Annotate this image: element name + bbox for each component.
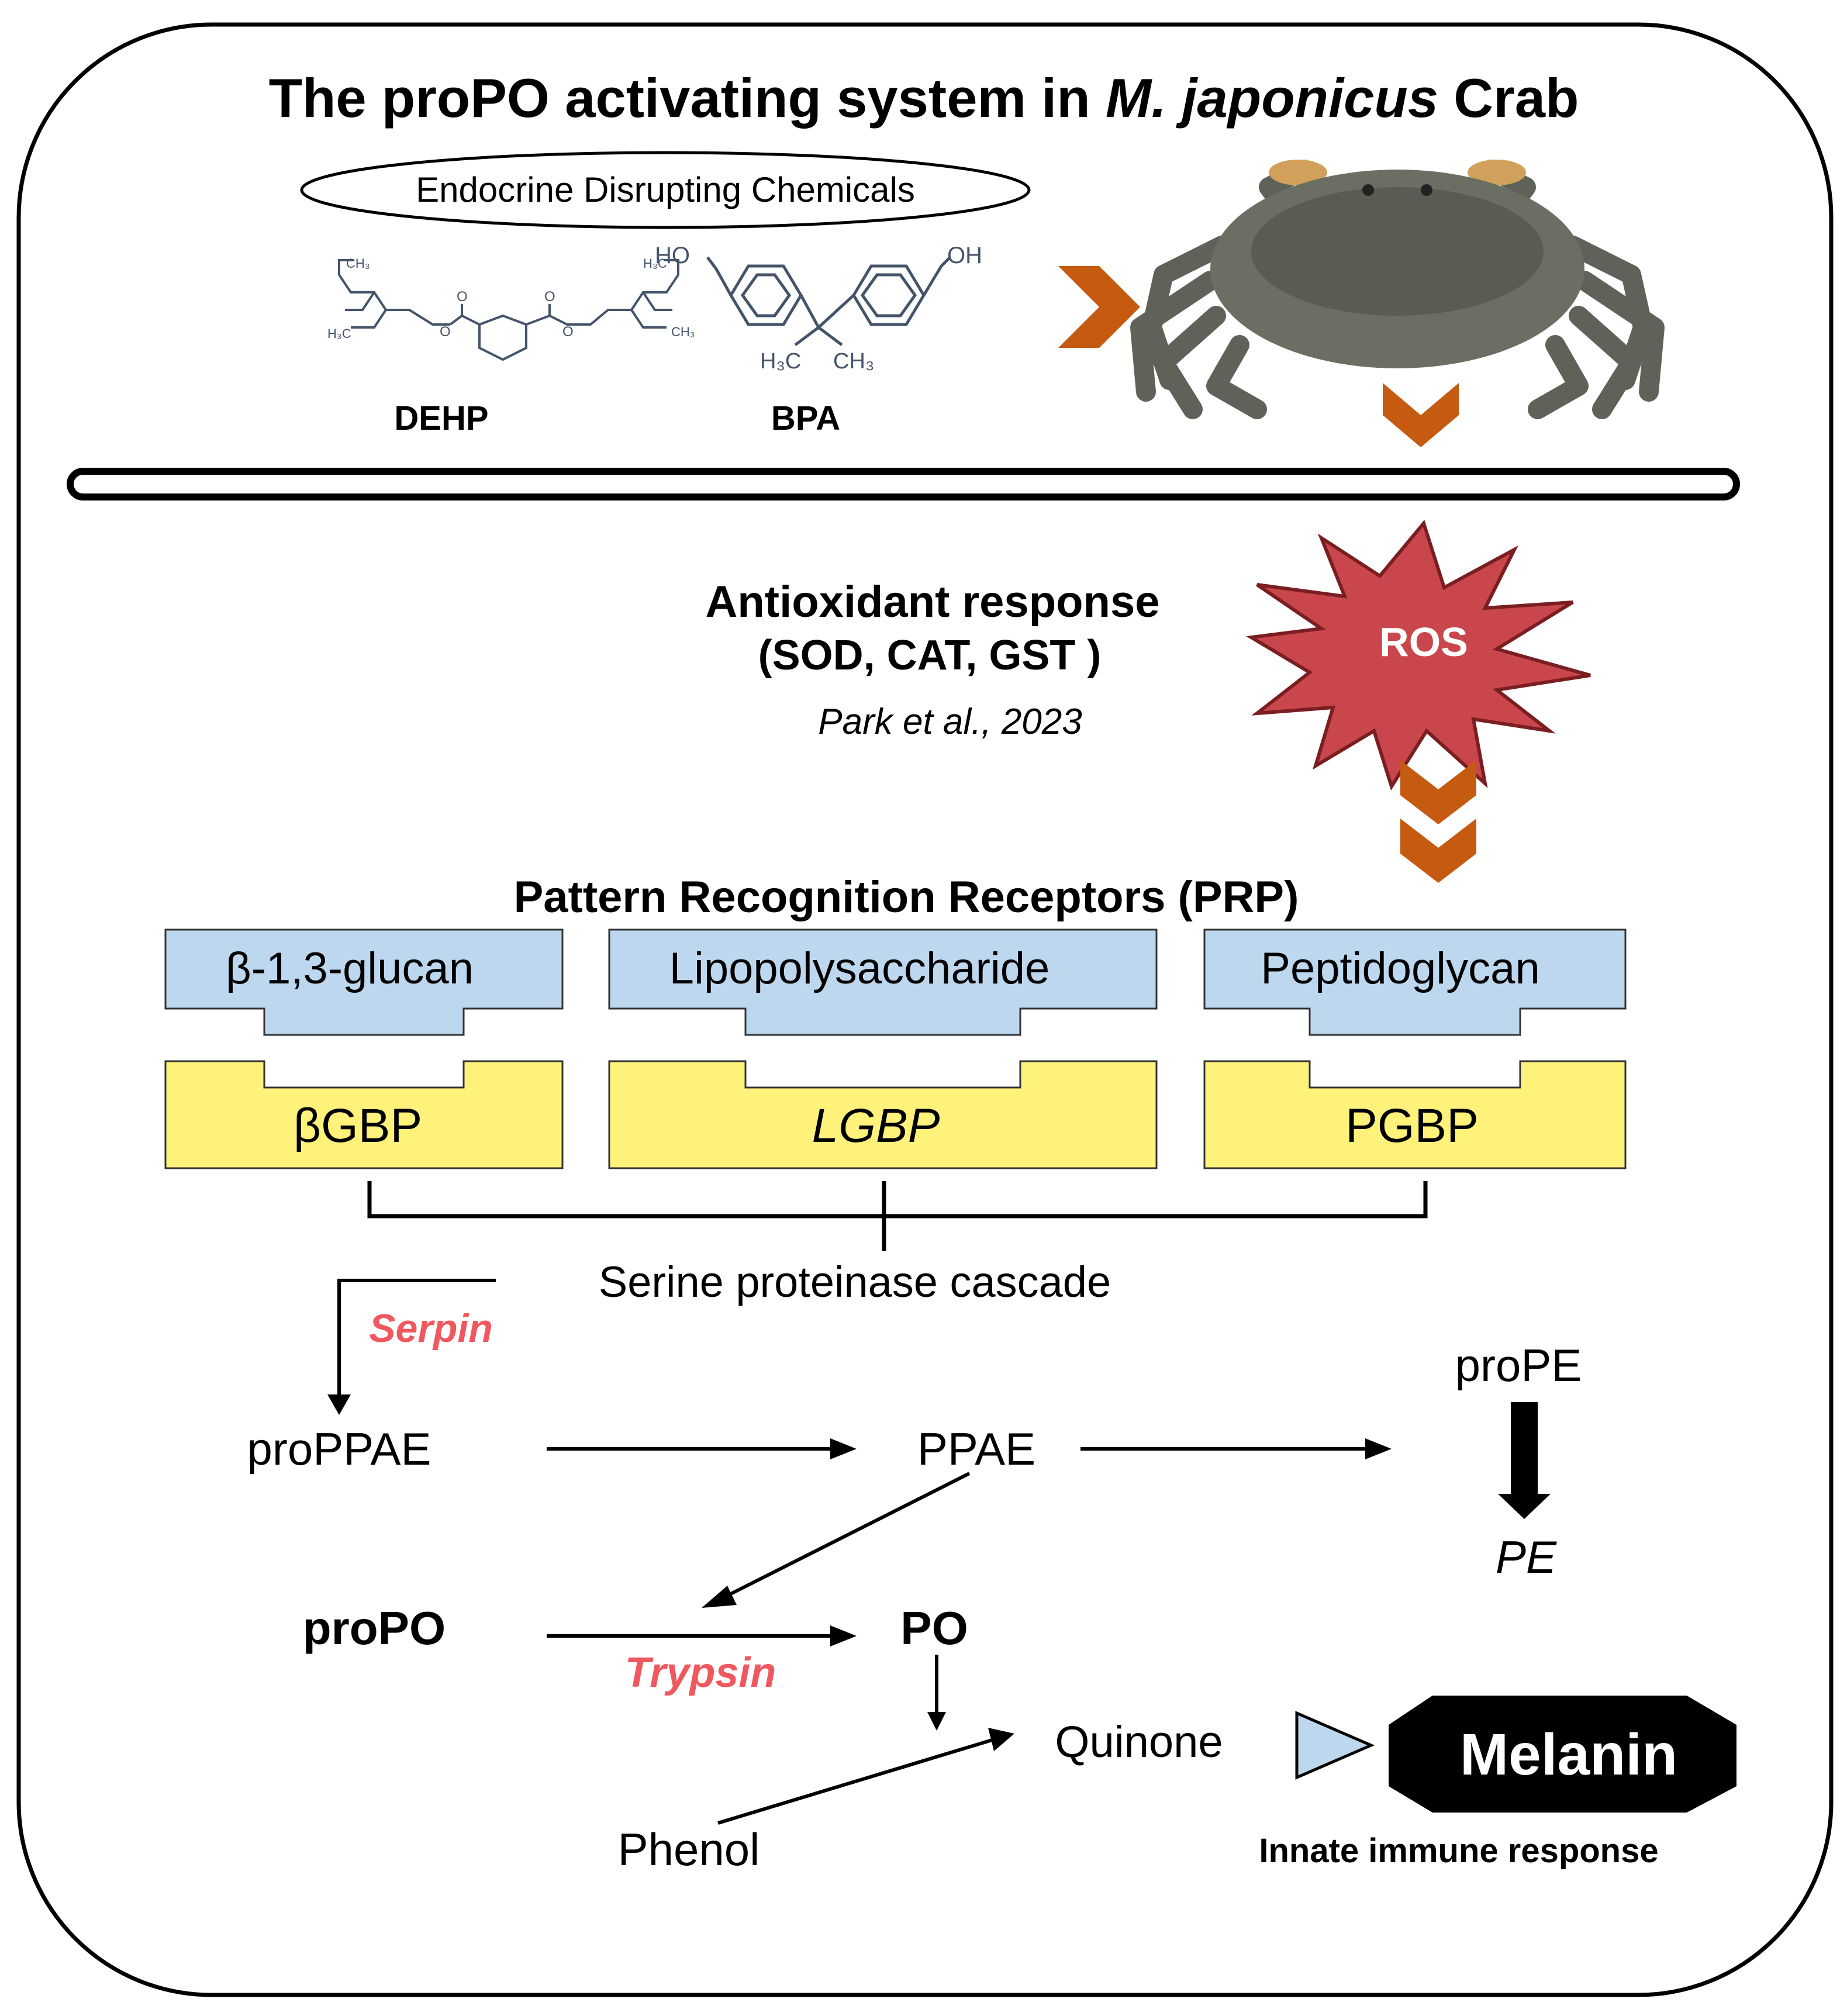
node-quinone: Quinone — [1055, 1717, 1223, 1767]
node-phenol: Phenol — [618, 1824, 760, 1875]
bpa-atom-ch3: CH₃ — [833, 349, 874, 374]
cascade-label: Serine proteinase cascade — [599, 1258, 1111, 1306]
node-prope: proPE — [1455, 1340, 1582, 1391]
trypsin-label: Trypsin — [625, 1649, 776, 1696]
arrowhead-po-down — [927, 1712, 946, 1731]
double-chevron-down-icon-b — [1400, 819, 1476, 883]
double-chevron-down-icon-a — [1400, 760, 1476, 824]
thick-arrow-shaft — [1511, 1402, 1538, 1496]
edc-label: Endocrine Disrupting Chemicals — [416, 170, 915, 209]
node-proppae: proPPAE — [247, 1423, 431, 1475]
receptor-shape-2 — [608, 1060, 1158, 1169]
dehp-atom-o1: O — [457, 289, 468, 305]
thick-arrow-head — [1498, 1494, 1551, 1519]
serpin-label: Serpin — [369, 1306, 493, 1351]
arrowhead-activation — [702, 1586, 737, 1608]
node-ppae: PPAE — [917, 1423, 1035, 1475]
ros-label: ROS — [1379, 619, 1468, 665]
arrow-phenol-quinone — [717, 1738, 995, 1825]
crab-illustration — [1130, 160, 1665, 419]
ligand-label-2: Lipopolysaccharide — [669, 944, 1050, 993]
antioxidant-heading: Antioxidant response — [706, 577, 1160, 627]
chevron-right-icon — [1058, 266, 1140, 348]
dehp-label: DEHP — [394, 399, 488, 437]
membrane-divider — [67, 468, 1740, 500]
citation: Park et al., 2023 — [818, 702, 1082, 742]
dehp-atom-o2: O — [544, 289, 555, 305]
bpa-atom-oh: OH — [947, 243, 982, 268]
innate-response-label: Innate immune response — [1259, 1832, 1658, 1870]
arrowhead-po — [830, 1625, 857, 1646]
receptor-shape-3 — [1203, 1060, 1627, 1169]
melanin-label: Melanin — [1460, 1722, 1677, 1787]
page-title: The proPO activating system in M. japoni… — [269, 67, 1579, 129]
receptor-shape-1 — [164, 1060, 564, 1169]
arrowhead-prope — [1365, 1438, 1392, 1459]
bpa-atom-ho: HO — [655, 243, 690, 268]
chevron-down-icon — [1383, 383, 1459, 447]
dehp-atom-ch3-b: CH₃ — [671, 325, 695, 339]
dehp-atom-o4: O — [562, 324, 574, 340]
triangle-right-icon — [1295, 1711, 1375, 1780]
ligand-label-3: Peptidoglycan — [1261, 944, 1539, 993]
ros-starburst — [1246, 519, 1591, 791]
melanin-octagon — [1389, 1696, 1736, 1813]
bpa-label: BPA — [771, 399, 840, 437]
dehp-atom-h3c-b: H₃C — [643, 256, 667, 271]
cascade-arrowhead — [327, 1394, 351, 1415]
arrowhead-ppae — [830, 1438, 857, 1459]
node-po: PO — [900, 1602, 968, 1654]
ligand-shape-3 — [1203, 928, 1627, 1036]
node-propo: proPO — [303, 1602, 446, 1654]
arrowhead-quinone — [988, 1728, 1014, 1751]
node-pe: PE — [1496, 1531, 1557, 1583]
prp-heading: Pattern Recognition Receptors (PRP) — [514, 872, 1299, 922]
antioxidant-enzymes: (SOD, CAT, GST ) — [758, 632, 1102, 679]
dehp-structure — [338, 259, 679, 361]
receptor-label-1: βGBP — [294, 1099, 422, 1152]
cascade-to-proppae-line — [337, 1279, 496, 1400]
receptor-label-2: LGBP — [812, 1099, 940, 1152]
ligand-shape-2 — [608, 928, 1158, 1036]
receptor-label-3: PGBP — [1345, 1099, 1479, 1152]
dehp-atom-ch3-a: CH₃ — [346, 256, 370, 271]
edc-ellipse — [300, 151, 1031, 229]
bpa-structure — [706, 256, 951, 346]
dehp-atom-o3: O — [440, 324, 451, 340]
bpa-atom-h3c: H₃C — [760, 349, 801, 374]
dehp-atom-h3c-a: H₃C — [327, 326, 351, 341]
ligand-shape-1 — [164, 928, 564, 1036]
arrow-ppae-activation — [719, 1472, 971, 1601]
receptor-bracket — [367, 1181, 1428, 1251]
ligand-label-1: β-1,3-glucan — [226, 944, 474, 993]
